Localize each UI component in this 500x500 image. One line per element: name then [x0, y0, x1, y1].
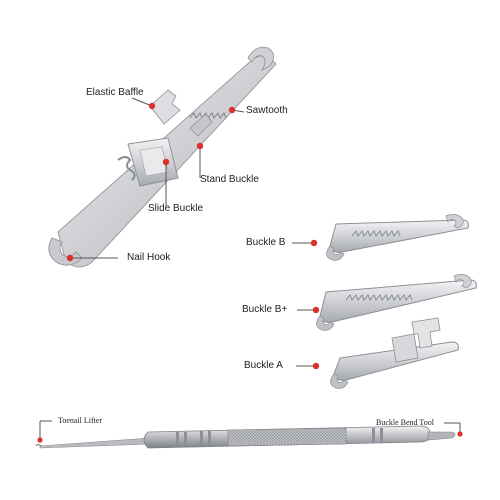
toenail-lifter-tip [39, 437, 151, 449]
dot-nail-hook [66, 254, 74, 262]
label-nail-hook: Nail Hook [127, 252, 171, 263]
main-buckle-assembly [48, 46, 277, 268]
dual-end-tool [35, 425, 456, 449]
knurled-grip [227, 427, 347, 447]
buckle-b-plus-image [316, 274, 477, 331]
label-buckle-bend-tool: Buckle Bend Tool [376, 418, 434, 427]
buckle-a-image [330, 317, 459, 389]
label-elastic-baffle: Elastic Baffle [86, 87, 144, 98]
buckle-b-image [326, 214, 469, 261]
dot-buckle-b-plus [312, 306, 320, 314]
label-buckle-b: Buckle B [246, 237, 286, 248]
dot-buckle-a [312, 362, 320, 370]
dot-stand-buckle [196, 142, 204, 150]
label-slide-buckle: Slide Buckle [148, 203, 204, 214]
slide-buckle-window [139, 146, 169, 177]
top-curl [247, 46, 274, 71]
callout-leaders [39, 97, 461, 440]
s-shaped-hole [117, 156, 136, 181]
buckle-bend-tip [427, 431, 456, 441]
dot-buckle-bend-tool [457, 431, 463, 437]
label-buckle-a: Buckle A [244, 360, 283, 371]
dot-slide-buckle [162, 158, 170, 166]
dot-buckle-b [310, 239, 318, 247]
label-stand-buckle: Stand Buckle [200, 174, 259, 185]
label-buckle-b-plus: Buckle B+ [242, 304, 288, 315]
label-toenail-lifter: Toenail Lifter [58, 416, 103, 425]
dot-toenail-lifter [37, 437, 43, 443]
label-sawtooth: Sawtooth [246, 105, 288, 116]
dot-elastic-baffle [148, 102, 156, 110]
dot-sawtooth [228, 106, 236, 114]
callout-dots [37, 102, 463, 443]
stand-buckle-notch [189, 113, 213, 137]
elastic-baffle-tab [149, 89, 181, 125]
